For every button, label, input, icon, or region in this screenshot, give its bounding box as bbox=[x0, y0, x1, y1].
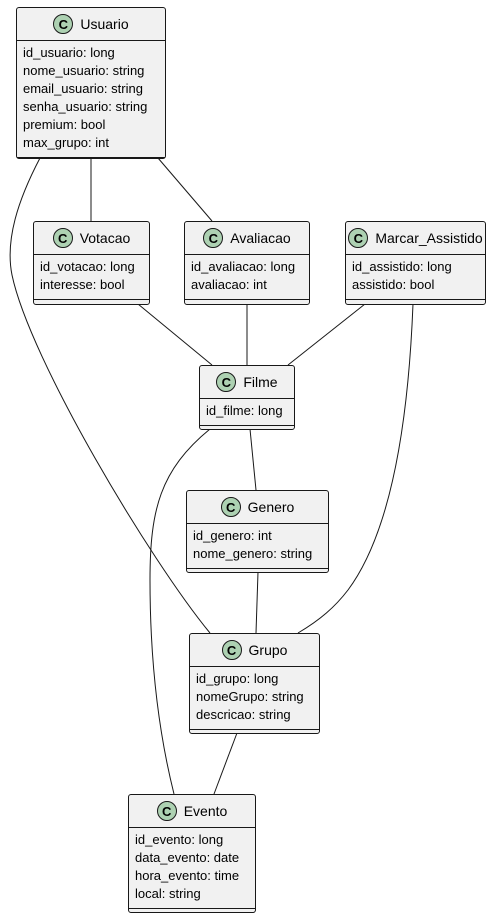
class-stereotype-icon: C bbox=[220, 497, 241, 517]
method-list bbox=[200, 426, 294, 433]
attribute: email_usuario: string bbox=[23, 81, 143, 96]
attribute: id_genero: int bbox=[193, 528, 272, 543]
attribute: id_grupo: long bbox=[196, 671, 279, 686]
class-name: Avaliacao bbox=[230, 230, 291, 246]
attribute: id_avaliacao: long bbox=[191, 259, 296, 274]
attribute: max_grupo: int bbox=[23, 135, 109, 150]
edge-usuario-grupo bbox=[9, 157, 211, 634]
attribute: premium: bool bbox=[23, 117, 106, 132]
class-stereotype-icon: C bbox=[216, 372, 237, 392]
attribute: senha_usuario: string bbox=[23, 99, 148, 114]
class-header: C Marcar_Assistido bbox=[346, 222, 485, 255]
attribute: nome_usuario: string bbox=[23, 63, 145, 78]
class-genero: C Genero id_genero: int nome_genero: str… bbox=[186, 490, 329, 573]
attribute: id_votacao: long bbox=[40, 259, 135, 274]
class-header: C Evento bbox=[129, 795, 255, 828]
class-name: Grupo bbox=[248, 642, 288, 658]
class-name: Votacao bbox=[79, 230, 131, 246]
class-header: C Filme bbox=[200, 366, 294, 399]
attribute: interesse: bool bbox=[40, 277, 125, 292]
class-filme: C Filme id_filme: long bbox=[199, 365, 295, 430]
class-name: Usuario bbox=[80, 16, 129, 32]
class-name: Filme bbox=[243, 374, 278, 390]
class-marcar-assistido: C Marcar_Assistido id_assistido: long as… bbox=[345, 221, 486, 305]
attribute-list: id_votacao: long interesse: bool bbox=[34, 255, 149, 300]
edge-marcar-grupo bbox=[297, 303, 414, 634]
edge-grupo-evento bbox=[213, 732, 238, 795]
attribute-list: id_genero: int nome_genero: string bbox=[187, 524, 328, 569]
class-votacao: C Votacao id_votacao: long interesse: bo… bbox=[33, 221, 150, 305]
attribute: id_usuario: long bbox=[23, 45, 115, 60]
class-stereotype-icon: C bbox=[52, 228, 73, 248]
method-list bbox=[17, 158, 165, 165]
class-stereotype-icon: C bbox=[348, 228, 369, 248]
attribute: data_evento: date bbox=[135, 850, 240, 865]
edge-votacao-filme bbox=[137, 303, 213, 366]
attribute: id_filme: long bbox=[206, 403, 283, 418]
class-grupo: C Grupo id_grupo: long nomeGrupo: string… bbox=[189, 633, 320, 734]
attribute: hora_evento: time bbox=[135, 868, 240, 883]
edge-filme-genero bbox=[249, 428, 257, 491]
edge-genero-grupo bbox=[255, 571, 259, 634]
attribute: assistido: bool bbox=[352, 277, 435, 292]
edge-filme-evento bbox=[149, 428, 211, 795]
class-stereotype-icon: C bbox=[156, 801, 177, 821]
attribute: nome_genero: string bbox=[193, 546, 313, 561]
edge-usuario-avaliacao bbox=[157, 157, 213, 222]
attribute-list: id_avaliacao: long avaliacao: int bbox=[185, 255, 309, 300]
attribute: id_evento: long bbox=[135, 832, 224, 847]
attribute-list: id_filme: long bbox=[200, 399, 294, 426]
method-list bbox=[187, 569, 328, 576]
attribute: avaliacao: int bbox=[191, 277, 267, 292]
attribute-list: id_usuario: long nome_usuario: string em… bbox=[17, 41, 165, 158]
method-list bbox=[34, 300, 149, 307]
class-header: C Usuario bbox=[17, 8, 165, 41]
class-stereotype-icon: C bbox=[203, 228, 224, 248]
attribute: id_assistido: long bbox=[352, 259, 452, 274]
class-header: C Grupo bbox=[190, 634, 319, 667]
class-header: C Votacao bbox=[34, 222, 149, 255]
attribute-list: id_evento: long data_evento: date hora_e… bbox=[129, 828, 255, 909]
class-name: Evento bbox=[183, 803, 228, 819]
method-list bbox=[185, 300, 309, 307]
method-list bbox=[346, 300, 485, 307]
class-header: C Avaliacao bbox=[185, 222, 309, 255]
attribute-list: id_grupo: long nomeGrupo: string descric… bbox=[190, 667, 319, 730]
class-header: C Genero bbox=[187, 491, 328, 524]
attribute: nomeGrupo: string bbox=[196, 689, 304, 704]
method-list bbox=[129, 909, 255, 916]
edge-marcar-filme bbox=[287, 303, 366, 366]
class-avaliacao: C Avaliacao id_avaliacao: long avaliacao… bbox=[184, 221, 310, 305]
attribute: local: string bbox=[135, 886, 201, 901]
class-name: Marcar_Assistido bbox=[375, 230, 483, 246]
attribute-list: id_assistido: long assistido: bool bbox=[346, 255, 485, 300]
class-stereotype-icon: C bbox=[221, 640, 242, 660]
class-evento: C Evento id_evento: long data_evento: da… bbox=[128, 794, 256, 913]
method-list bbox=[190, 730, 319, 737]
attribute: descricao: string bbox=[196, 707, 291, 722]
class-name: Genero bbox=[247, 499, 295, 515]
class-stereotype-icon: C bbox=[53, 14, 74, 34]
class-usuario: C Usuario id_usuario: long nome_usuario:… bbox=[16, 7, 166, 159]
